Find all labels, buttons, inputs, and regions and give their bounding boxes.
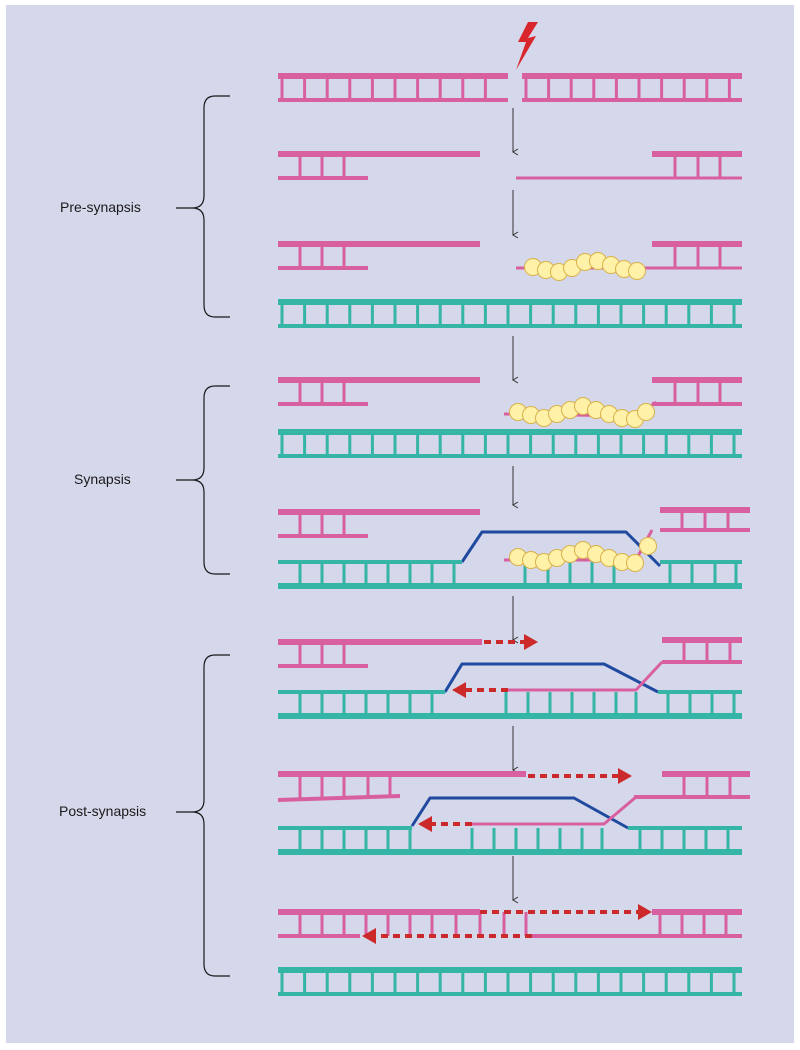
rad51-protein bbox=[637, 403, 655, 421]
invading-strand bbox=[472, 795, 637, 826]
synthesis-arrow-head bbox=[524, 634, 538, 650]
synthesis-arrow-head bbox=[618, 768, 632, 784]
stage-label-post-synapsis: Post-synapsis bbox=[59, 803, 147, 819]
homologous-recombination-diagram bbox=[176, 22, 750, 996]
invading-strand bbox=[508, 660, 664, 692]
synthesis-arrow-head bbox=[638, 904, 652, 920]
pre-synapsis-brace bbox=[176, 95, 230, 318]
displaced-strand-d-loop bbox=[410, 796, 629, 830]
post-synapsis-brace bbox=[176, 654, 230, 977]
rad51-filament bbox=[509, 537, 657, 572]
displaced-strand-d-loop bbox=[443, 662, 659, 694]
synthesis-arrow-head bbox=[452, 682, 466, 698]
synthesis-arrow-head bbox=[362, 928, 376, 944]
rad51-protein bbox=[626, 554, 644, 572]
lightning-bolt-icon bbox=[516, 22, 538, 70]
stage-braces bbox=[176, 95, 230, 977]
stage-label-synapsis: Synapsis bbox=[74, 471, 131, 487]
rad51-filament bbox=[509, 397, 655, 428]
diagram-panel: Pre-synapsis Synapsis Post-synapsis bbox=[6, 5, 794, 1043]
rad51-protein bbox=[628, 262, 646, 280]
rad51-protein bbox=[639, 537, 657, 555]
synapsis-brace bbox=[176, 385, 230, 575]
stage-label-pre-synapsis: Pre-synapsis bbox=[60, 199, 141, 215]
rad51-filament bbox=[524, 252, 646, 281]
synthesis-arrow-head bbox=[418, 816, 432, 832]
resected-end-bottom bbox=[277, 794, 401, 802]
